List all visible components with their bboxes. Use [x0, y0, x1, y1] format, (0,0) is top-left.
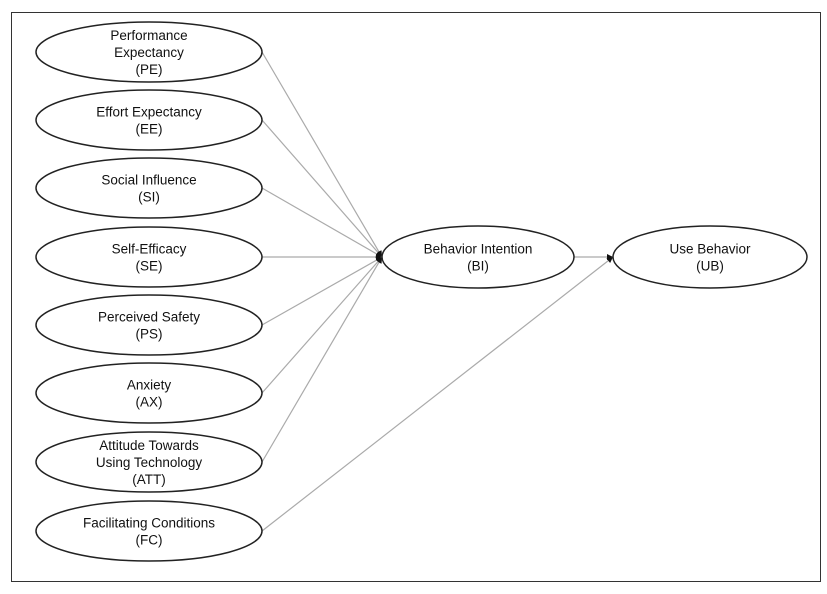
node-fc-ellipse: [35, 500, 263, 562]
edge-pe-to-bi: [261, 51, 383, 258]
node-ee-label-line: (EE): [136, 122, 163, 137]
arrowhead-att-to-bi: [376, 257, 382, 264]
node-ax: Anxiety (AX): [35, 362, 263, 424]
node-ax-ellipse: [35, 362, 263, 424]
node-pe-ellipse: [35, 21, 263, 83]
node-ax-label-line: Anxiety: [127, 378, 172, 393]
node-se-label-line: (SE): [136, 259, 163, 274]
node-pe-label-line: Expectancy: [114, 45, 184, 60]
edge-fc-to-ub: [261, 256, 614, 532]
node-fc: Facilitating Conditions (FC): [35, 500, 263, 562]
node-ub: Use Behavior (UB): [612, 225, 808, 289]
node-fc-label-line: (FC): [136, 533, 163, 548]
node-pe-label-line: Performance: [110, 28, 187, 43]
node-se-label-line: Self-Efficacy: [112, 242, 187, 257]
node-si-label-line: Social Influence: [101, 173, 196, 188]
node-ps-label-line: (PS): [136, 327, 163, 342]
arrowhead-fc-to-ub: [606, 257, 613, 264]
node-ps: Perceived Safety (PS): [35, 294, 263, 356]
edge-si-to-bi: [261, 187, 383, 258]
node-ee-label-line: Effort Expectancy: [96, 105, 202, 120]
node-ub-label-line: Use Behavior: [669, 242, 751, 257]
diagram-frame: [11, 12, 821, 582]
node-bi-label-line: (BI): [467, 259, 489, 274]
node-ee: Effort Expectancy (EE): [35, 89, 263, 151]
node-att-label-line: Using Technology: [96, 455, 203, 470]
node-bi: Behavior Intention (BI): [381, 225, 575, 289]
node-ps-ellipse: [35, 294, 263, 356]
node-pe-label-line: (PE): [136, 62, 163, 77]
node-att-label-line: (ATT): [132, 472, 166, 487]
node-ax-label-line: (AX): [136, 395, 163, 410]
node-fc-label-line: Facilitating Conditions: [83, 516, 215, 531]
node-bi-ellipse: [381, 225, 575, 289]
node-si: Social Influence (SI): [35, 157, 263, 219]
edge-ee-to-bi: [261, 119, 383, 258]
node-ub-ellipse: [612, 225, 808, 289]
node-att-label-line: Attitude Towards: [99, 438, 199, 453]
node-att-ellipse: [35, 431, 263, 493]
edge-ax-to-bi: [261, 256, 383, 394]
node-ee-ellipse: [35, 89, 263, 151]
node-ub-label-line: (UB): [696, 259, 724, 274]
node-si-ellipse: [35, 157, 263, 219]
node-ps-label-line: Perceived Safety: [98, 310, 200, 325]
node-se-ellipse: [35, 226, 263, 288]
node-se: Self-Efficacy (SE): [35, 226, 263, 288]
edge-ps-to-bi: [261, 256, 383, 326]
edges-layer: [261, 51, 614, 532]
edge-att-to-bi: [261, 256, 383, 463]
node-si-label-line: (SI): [138, 190, 160, 205]
node-bi-label-line: Behavior Intention: [424, 242, 533, 257]
